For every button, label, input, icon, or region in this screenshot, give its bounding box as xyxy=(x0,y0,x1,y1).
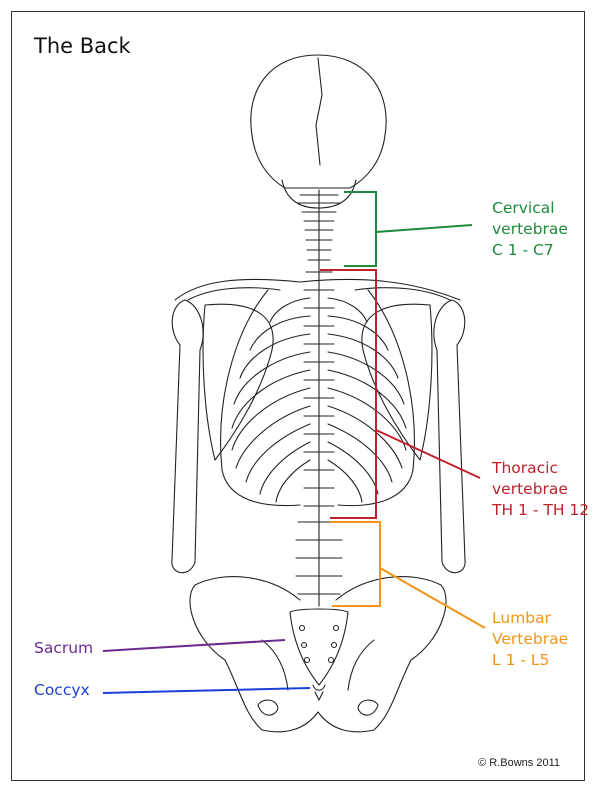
cervical-label: Cervical vertebrae C 1 - C7 xyxy=(492,198,568,261)
left-obturator xyxy=(258,700,278,715)
right-clavicle xyxy=(355,288,450,300)
cervical-vertebrae xyxy=(298,190,340,268)
copyright-credit: © R.Bowns 2011 xyxy=(478,757,560,769)
lumbar-label-line3: L 1 - L5 xyxy=(492,650,568,671)
lumbar-bracket xyxy=(330,522,485,628)
thoracic-label-line2: vertebrae xyxy=(492,479,589,500)
pelvis-outline xyxy=(190,577,446,732)
thoracic-label-line3: TH 1 - TH 12 xyxy=(492,500,589,521)
thoracic-vertebrae xyxy=(304,268,334,520)
thoracic-label-line1: Thoracic xyxy=(492,458,589,479)
thoracic-label: Thoracic vertebrae TH 1 - TH 12 xyxy=(492,458,589,521)
skull-suture xyxy=(316,58,322,165)
coccyx-bone xyxy=(313,685,325,700)
right-scapula xyxy=(362,304,432,460)
sacral-foramina xyxy=(300,626,339,663)
coccyx-leader xyxy=(103,688,310,693)
sacrum-leader xyxy=(103,640,285,651)
skull xyxy=(251,55,386,188)
sacrum-label: Sacrum xyxy=(34,638,93,659)
lumbar-label-line1: Lumbar xyxy=(492,608,568,629)
cervical-label-line2: vertebrae xyxy=(492,219,568,240)
right-obturator xyxy=(358,700,378,715)
lumbar-label: Lumbar Vertebrae L 1 - L5 xyxy=(492,608,568,671)
cervical-label-line3: C 1 - C7 xyxy=(492,240,568,261)
lumbar-vertebrae xyxy=(296,520,342,606)
right-humerus xyxy=(434,300,465,573)
pelvis-inner xyxy=(262,640,374,690)
lumbar-label-line2: Vertebrae xyxy=(492,629,568,650)
cervical-label-line1: Cervical xyxy=(492,198,568,219)
sacrum-bone xyxy=(290,609,348,685)
coccyx-label: Coccyx xyxy=(34,680,90,701)
left-clavicle xyxy=(188,288,280,300)
left-humerus xyxy=(172,300,203,573)
cervical-bracket xyxy=(344,192,472,266)
